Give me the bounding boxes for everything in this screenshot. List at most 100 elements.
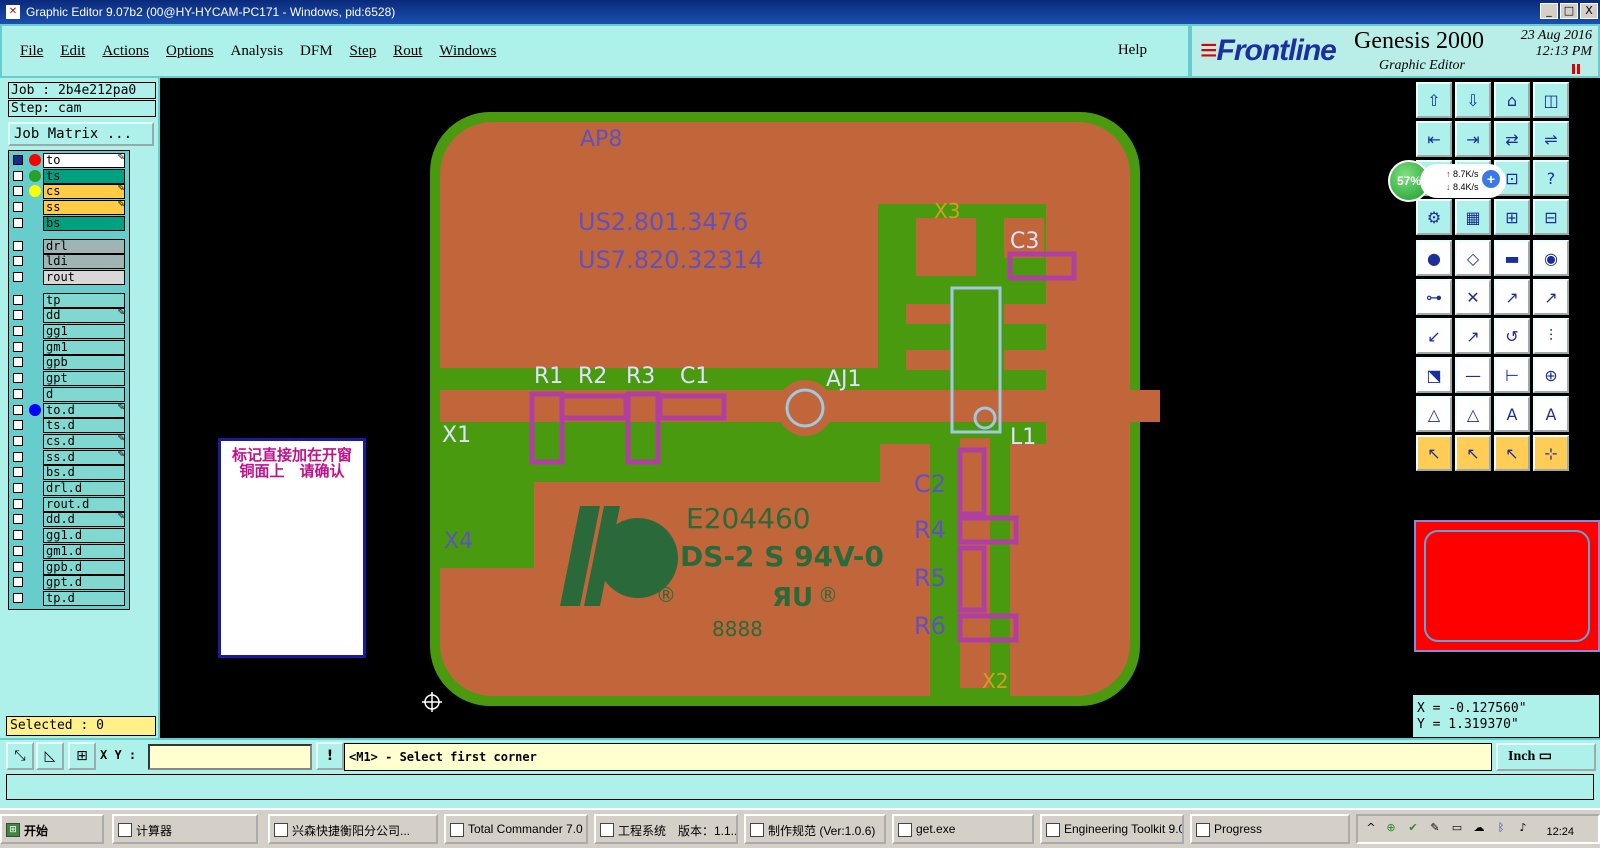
layer-row[interactable]: bs.d: [9, 465, 131, 481]
plus-icon[interactable]: +: [1482, 170, 1500, 188]
tray-bluetooth-icon[interactable]: ᛒ: [1497, 821, 1505, 834]
save-tool-icon[interactable]: ⇩: [1455, 82, 1491, 118]
taskbar-item[interactable]: 制作规范 (Ver:1.0.6): [744, 814, 886, 844]
layer-checkbox[interactable]: [13, 498, 23, 509]
layer-row[interactable]: dd✎: [9, 308, 131, 324]
home-tool-icon[interactable]: ⌂: [1494, 82, 1530, 118]
menu-file[interactable]: File: [20, 42, 44, 59]
layer-row[interactable]: ss✎: [9, 200, 131, 216]
layer-name[interactable]: ss: [43, 200, 125, 216]
layer-name[interactable]: gpt: [43, 371, 125, 387]
layer-checkbox[interactable]: [13, 202, 23, 213]
mirror-tool-icon[interactable]: ⊢: [1494, 357, 1530, 393]
layer-checkbox[interactable]: [13, 217, 23, 228]
layer-row[interactable]: cs✎: [9, 184, 131, 200]
line-ne-tool-icon[interactable]: ↗: [1455, 318, 1491, 354]
open-tool-icon[interactable]: ⇧: [1416, 82, 1452, 118]
job-matrix-button[interactable]: Job Matrix ...: [8, 122, 154, 146]
layer-checkbox[interactable]: [13, 373, 23, 384]
layer-checkbox[interactable]: [13, 388, 23, 399]
menu-options[interactable]: Options: [166, 42, 214, 59]
layer-checkbox[interactable]: [13, 170, 23, 181]
select-tool-icon[interactable]: ↖: [1416, 435, 1452, 471]
split-tool-icon[interactable]: ⫶: [1533, 318, 1569, 354]
line-sw-tool-icon[interactable]: ↙: [1416, 318, 1452, 354]
layer-name[interactable]: dd: [43, 308, 125, 324]
menu-analysis[interactable]: Analysis: [230, 42, 284, 59]
layer-name[interactable]: cs.d: [43, 433, 125, 449]
layer-name[interactable]: ldi: [43, 254, 125, 270]
layer-row[interactable]: cs.d✎: [9, 433, 131, 449]
text-b-tool-icon[interactable]: A: [1533, 396, 1569, 432]
layer-name[interactable]: d: [43, 386, 125, 402]
layer-checkbox[interactable]: [13, 271, 23, 282]
tray-input-icon[interactable]: ✎: [1430, 821, 1440, 834]
layer-checkbox[interactable]: [13, 467, 23, 478]
layer-name[interactable]: to.d: [43, 402, 125, 418]
layer-name[interactable]: gpt.d: [43, 575, 125, 591]
layer-row[interactable]: rout: [9, 269, 131, 285]
layer-row[interactable]: d: [9, 386, 131, 402]
settings-tool-icon[interactable]: ⚙: [1416, 199, 1452, 235]
layer-row[interactable]: gpb: [9, 355, 131, 371]
layer-row[interactable]: gpb.d: [9, 559, 131, 575]
exclaim-button[interactable]: !: [316, 742, 344, 770]
layer-checkbox[interactable]: [13, 451, 23, 462]
layer-a-tool-icon[interactable]: ⊞: [1494, 199, 1530, 235]
layer-row[interactable]: bs: [9, 215, 131, 231]
layer-checkbox[interactable]: [13, 577, 23, 588]
flip-tool-icon[interactable]: ⇌: [1533, 121, 1569, 157]
move-pad-tool-icon[interactable]: ⬔: [1416, 357, 1452, 393]
swap-tool-icon[interactable]: ⇄: [1494, 121, 1530, 157]
layer-row[interactable]: gm1.d: [9, 543, 131, 559]
tray-network-icon[interactable]: ⊕: [1386, 821, 1396, 834]
layer-name[interactable]: bs.d: [43, 465, 125, 481]
pad-tool-icon[interactable]: ●: [1416, 240, 1452, 276]
tri-b-tool-icon[interactable]: △: [1455, 396, 1491, 432]
maximize-button[interactable]: □: [1560, 3, 1578, 19]
layer-name[interactable]: tp: [43, 292, 125, 308]
menu-edit[interactable]: Edit: [60, 42, 86, 59]
layer-checkbox[interactable]: [13, 256, 23, 267]
network-speed-widget[interactable]: 57% ↑ 8.7K/s ↓ 8.4K/s +: [1388, 160, 1508, 202]
rotate-tool-icon[interactable]: ↺: [1494, 318, 1530, 354]
layer-name[interactable]: rout: [43, 269, 125, 285]
grid-icon[interactable]: ⊞: [68, 742, 96, 770]
layer-checkbox[interactable]: [13, 530, 23, 541]
layer-row[interactable]: ldi: [9, 254, 131, 270]
layer-name[interactable]: bs: [43, 215, 125, 231]
layer-name[interactable]: gm1.d: [43, 543, 125, 559]
layer-checkbox[interactable]: [13, 155, 23, 165]
layer-checkbox[interactable]: [13, 404, 23, 415]
layer-checkbox[interactable]: [13, 341, 23, 352]
menu-dfm[interactable]: DFM: [300, 42, 333, 59]
layer-name[interactable]: gg1: [43, 324, 125, 339]
tray-arrow-icon[interactable]: ^: [1366, 821, 1376, 834]
taskbar-item[interactable]: Progress: [1190, 814, 1350, 844]
layer-checkbox[interactable]: [13, 310, 23, 321]
tray-display-icon[interactable]: ▭: [1451, 821, 1463, 834]
start-button[interactable]: ⊞开始: [0, 814, 104, 844]
layer-row[interactable]: ts: [9, 168, 131, 184]
tray-cloud-icon[interactable]: ☁: [1473, 821, 1485, 834]
menu-rout[interactable]: Rout: [393, 42, 423, 59]
taskbar-item[interactable]: 兴森快捷衡阳分公司...: [268, 814, 438, 844]
line-tool-icon[interactable]: ▬: [1494, 240, 1530, 276]
cross-tool-icon[interactable]: ✕: [1455, 279, 1491, 315]
layer-row[interactable]: to✎: [9, 153, 131, 168]
layer-checkbox[interactable]: [13, 592, 23, 603]
zoom-area-icon[interactable]: ⤡: [6, 742, 34, 770]
minimize-button[interactable]: _: [1540, 3, 1558, 19]
layer-row[interactable]: gg1.d: [9, 528, 131, 544]
taskbar-item[interactable]: Total Commander 7.0 ...: [444, 814, 588, 844]
arrow-ne2-tool-icon[interactable]: ↗: [1533, 279, 1569, 315]
window-tool-icon[interactable]: ◫: [1533, 82, 1569, 118]
layer-name[interactable]: gpb.d: [43, 559, 125, 575]
round-tool-icon[interactable]: ◉: [1533, 240, 1569, 276]
snap-grid-icon[interactable]: ◺: [36, 742, 64, 770]
layer-row[interactable]: drl: [9, 238, 131, 254]
layer-checkbox[interactable]: [13, 561, 23, 572]
layer-checkbox[interactable]: [13, 357, 23, 368]
select-net-tool-icon[interactable]: ⊹: [1533, 435, 1569, 471]
layer-name[interactable]: cs: [43, 184, 125, 200]
